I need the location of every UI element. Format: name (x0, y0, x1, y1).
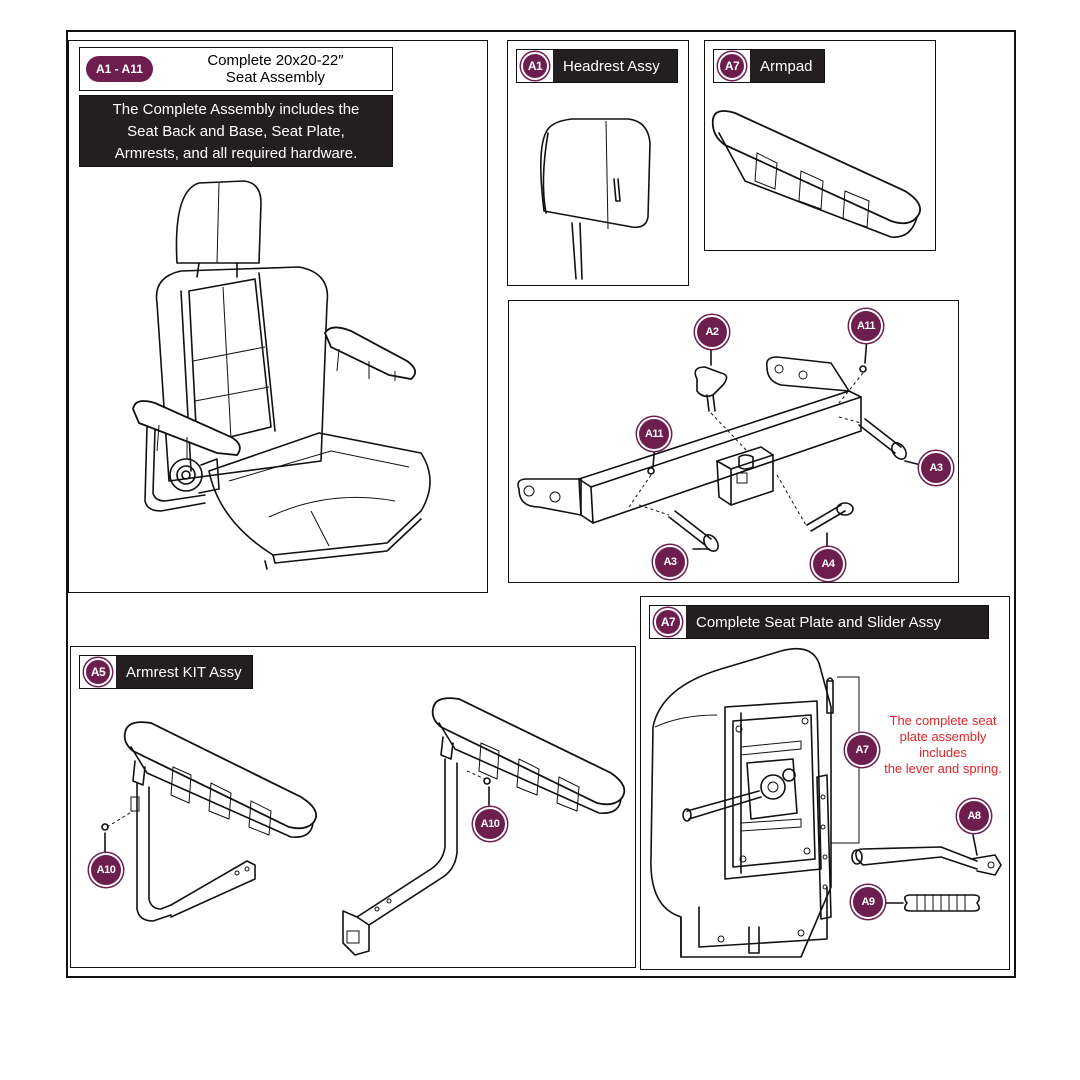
complete-seat-title-line2: Seat Assembly (225, 69, 326, 86)
complete-seat-title: Complete 20x20-22″ Seat Assembly (159, 52, 392, 86)
badge-a1: A1 (521, 52, 549, 80)
armrest-kit-label-text: Armrest KIT Assy (116, 656, 252, 688)
seat-plate-label-text: Complete Seat Plate and Slider Assy (686, 606, 988, 638)
armrest-kit-panel: A5 Armrest KIT Assy A10 (70, 646, 636, 968)
armpad-illustration (711, 110, 921, 238)
callout-a9: A9 (851, 885, 885, 919)
armrest-kit-label: A5 Armrest KIT Assy (79, 655, 253, 689)
callout-a11-right: A11 (849, 309, 883, 343)
complete-seat-illustration (132, 180, 431, 570)
complete-seat-description: The Complete Assembly includes the Seat … (79, 95, 393, 167)
headrest-label-text: Headrest Assy (553, 50, 677, 82)
callout-a3-left: A3 (653, 545, 687, 579)
badge-a7: A7 (718, 52, 746, 80)
description-line2: Seat Back and Base, Seat Plate, (127, 123, 345, 140)
callout-a8: A8 (957, 799, 991, 833)
armpad-label: A7 Armpad (713, 49, 825, 83)
seat-plate-label: A7 Complete Seat Plate and Slider Assy (649, 605, 989, 639)
note-line4: the lever and spring. (884, 761, 1002, 776)
description-line1: The Complete Assembly includes the (112, 101, 360, 118)
callout-a10-right: A10 (473, 807, 507, 841)
headrest-illustration (540, 118, 651, 280)
callout-a4: A4 (811, 547, 845, 581)
callout-a2: A2 (695, 315, 729, 349)
armrest-kit-illustration (101, 697, 626, 956)
description-line3: Armrests, and all required hardware. (114, 145, 358, 162)
armpad-label-text: Armpad (750, 50, 824, 82)
badge-a1-a11: A1 - A11 (86, 56, 153, 82)
complete-seat-label: A1 - A11 Complete 20x20-22″ Seat Assembl… (79, 47, 393, 91)
callout-a7-plate: A7 (845, 733, 879, 767)
seat-plate-note: The complete seat plate assembly include… (879, 713, 1007, 777)
complete-seat-panel: A1 - A11 Complete 20x20-22″ Seat Assembl… (68, 40, 488, 593)
callout-a3-right: A3 (919, 451, 953, 485)
diagram-frame (66, 30, 1016, 978)
seat-plate-illustration (650, 647, 1002, 958)
note-line1: The complete seat (889, 713, 997, 728)
note-line2: plate assembly (899, 729, 987, 744)
headrest-panel: A1 Headrest Assy (507, 40, 689, 286)
note-line3: includes (919, 745, 967, 760)
headrest-label: A1 Headrest Assy (516, 49, 678, 83)
frame-illustration (517, 336, 922, 554)
seat-plate-panel: A7 Complete Seat Plate and Slider Assy (640, 596, 1010, 970)
callout-a10-left: A10 (89, 853, 123, 887)
complete-seat-title-line1: Complete 20x20-22″ (207, 52, 344, 69)
badge-a5: A5 (84, 658, 112, 686)
armpad-panel: A7 Armpad (704, 40, 936, 251)
badge-a7-seat-plate: A7 (654, 608, 682, 636)
callout-a11-left: A11 (637, 417, 671, 451)
frame-hardware-panel: A2 A11 A11 A3 A3 A4 (508, 300, 959, 583)
